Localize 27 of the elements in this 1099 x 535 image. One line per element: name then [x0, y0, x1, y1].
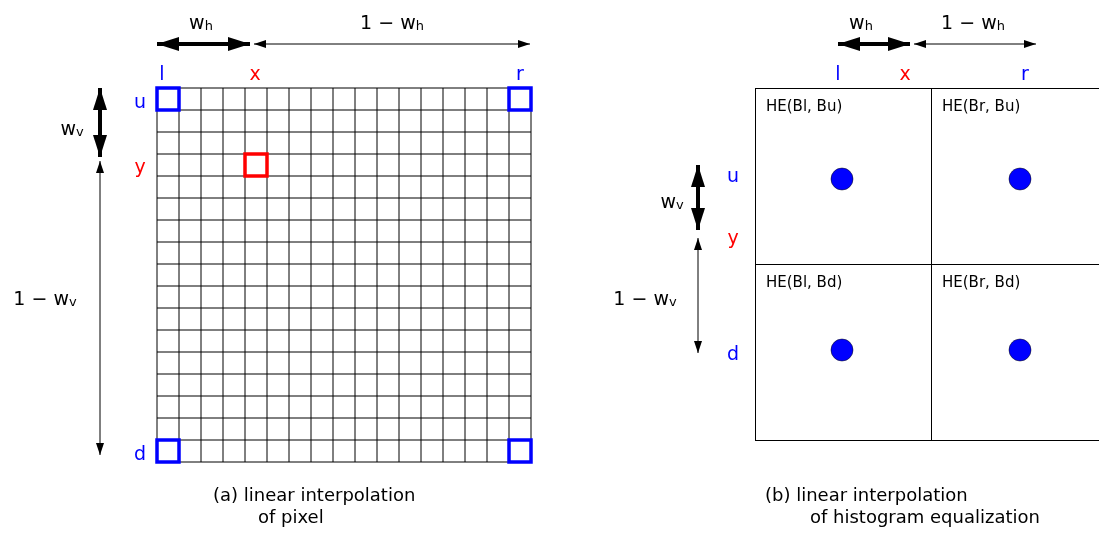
axis-label: r: [1021, 63, 1029, 83]
axis-label: r: [516, 63, 524, 83]
axis-label: x: [249, 63, 261, 83]
axis-label: u: [727, 165, 739, 185]
axis-label: l: [835, 63, 841, 83]
axis-label: y: [134, 156, 146, 176]
axis-label: d: [133, 443, 147, 463]
histogram-block: [755, 264, 932, 441]
dimension-label: 1 − w$_{h}$: [941, 12, 1005, 32]
axis-label: d: [726, 343, 740, 363]
axis-label: x: [899, 63, 911, 83]
block-label: HE(Bl, Bu): [766, 97, 843, 115]
dimension-label: 1 − w$_{h}$: [360, 12, 424, 32]
histogram-block: [755, 88, 932, 265]
dimension-label: w$_{h}$: [849, 12, 873, 32]
dimension-label: 1 − w$_{v}$: [613, 288, 677, 308]
axis-label: y: [727, 227, 739, 247]
block-label: HE(Br, Bu): [942, 97, 1021, 115]
dimension-label: w$_{v}$: [660, 191, 684, 211]
dimension-label: w$_{h}$: [189, 12, 213, 32]
caption: (a) linear interpolation of pixel: [213, 484, 417, 528]
block-label: HE(Bl, Bd): [766, 273, 843, 291]
axis-label: u: [134, 91, 146, 111]
dimension-label: w$_{v}$: [60, 118, 84, 138]
block-label: HE(Br, Bd): [942, 273, 1021, 291]
axis-label: l: [159, 63, 165, 83]
dimension-label: 1 − w$_{v}$: [13, 288, 77, 308]
